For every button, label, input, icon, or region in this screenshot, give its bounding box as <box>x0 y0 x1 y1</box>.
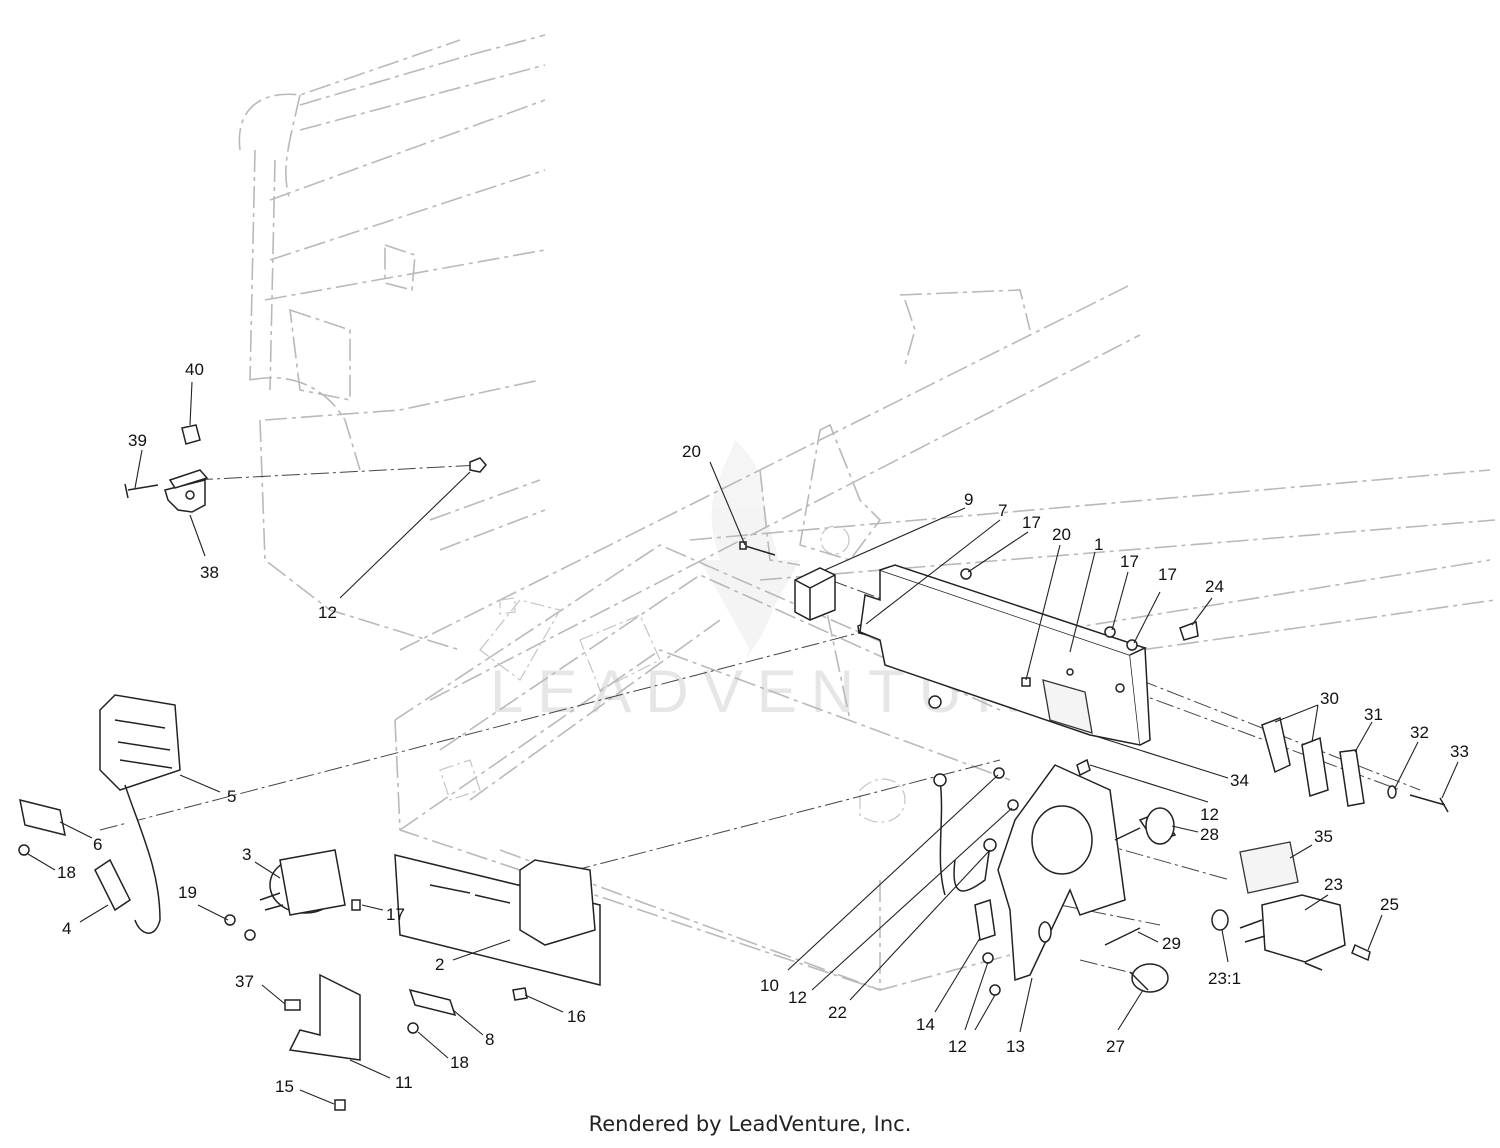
part-27-port <box>1129 963 1169 993</box>
callout-12: 12 <box>318 603 337 622</box>
callout-17: 17 <box>1158 565 1177 584</box>
callout-12: 12 <box>948 1037 967 1056</box>
part-30-clamp <box>1261 716 1329 797</box>
part-9-relay <box>794 567 836 621</box>
callout-17: 17 <box>386 905 405 924</box>
part-15-screw <box>334 1099 346 1111</box>
part-22-cable <box>953 838 997 892</box>
callout-34: 34 <box>1230 771 1249 790</box>
callout-10: 10 <box>760 976 779 995</box>
callout-37: 37 <box>235 972 254 991</box>
part-38-bracket <box>164 469 209 513</box>
footer-credit: Rendered by LeadVenture, Inc. <box>588 1112 912 1136</box>
callout-8: 8 <box>485 1030 494 1049</box>
watermark-logo <box>700 440 800 660</box>
callout-38: 38 <box>200 563 219 582</box>
callout-16: 16 <box>567 1007 586 1026</box>
part-20-bolt-upper <box>739 541 776 556</box>
part-3-solenoid <box>259 849 346 916</box>
part-11-bracket <box>288 973 361 1061</box>
callout-5: 5 <box>227 787 236 806</box>
callout-33: 33 <box>1450 742 1469 761</box>
part-23-1-nut <box>1211 909 1229 931</box>
part-40-clip <box>181 424 201 445</box>
callout-11: 11 <box>395 1073 413 1092</box>
part-32-washer <box>1387 785 1397 799</box>
part-12-screw-mount <box>1076 758 1091 777</box>
callout-23: 23 <box>1324 875 1343 894</box>
callout-29: 29 <box>1162 934 1181 953</box>
part-4-cable <box>94 784 161 934</box>
part-14-terminal <box>974 899 996 941</box>
part-23-switch <box>1239 894 1346 963</box>
callout-27: 27 <box>1106 1037 1125 1056</box>
part-5-fuse-block <box>99 694 181 791</box>
part-17-nut-left <box>351 899 361 911</box>
frame-ghost <box>238 34 1496 991</box>
callout-1: 1 <box>1094 535 1103 554</box>
callout-4: 4 <box>62 919 71 938</box>
callout-12: 12 <box>788 988 807 1007</box>
part-33-bolt <box>1409 794 1449 813</box>
part-6-link <box>19 798 66 837</box>
callout-3: 3 <box>242 845 251 864</box>
part-39-bolt <box>124 483 159 499</box>
leader-lines <box>27 381 1459 1105</box>
callout-labels: 40 39 38 12 20 9 7 17 20 1 17 17 24 5 6 … <box>57 360 1469 1096</box>
callout-31: 31 <box>1364 705 1383 724</box>
callout-39: 39 <box>128 431 147 450</box>
callout-18: 18 <box>57 863 76 882</box>
callout-18: 18 <box>450 1053 469 1072</box>
callout-2: 2 <box>435 955 444 974</box>
part-8-link <box>408 988 457 1017</box>
part-13-mount-plate <box>997 764 1126 982</box>
callout-30: 30 <box>1320 689 1339 708</box>
callout-23-1: 23:1 <box>1208 969 1241 988</box>
callout-28: 28 <box>1200 825 1219 844</box>
callout-12: 12 <box>1200 805 1219 824</box>
callout-17: 17 <box>1120 552 1139 571</box>
callout-6: 6 <box>93 835 102 854</box>
part-16-screw <box>512 987 528 1001</box>
callout-14: 14 <box>916 1015 935 1034</box>
callout-13: 13 <box>1006 1037 1025 1056</box>
part-2-fuse-block <box>519 859 596 946</box>
part-28-port <box>1114 807 1177 845</box>
part-10-cable <box>933 773 947 896</box>
callout-35: 35 <box>1314 827 1333 846</box>
part-24-screw <box>1179 620 1199 641</box>
callout-22: 22 <box>828 1003 847 1022</box>
part-31-plate <box>1339 749 1365 807</box>
part-25-bolt <box>1304 943 1371 971</box>
part-35-label <box>1239 841 1299 894</box>
part-19-nut <box>224 914 256 941</box>
callout-19: 19 <box>178 883 197 902</box>
part-12-nut-upper <box>469 457 487 473</box>
part-18-nut-lower <box>407 1022 419 1034</box>
callout-25: 25 <box>1380 895 1399 914</box>
callout-15: 15 <box>275 1077 294 1096</box>
callout-32: 32 <box>1410 723 1429 742</box>
part-18-nut-left <box>18 844 30 856</box>
callout-40: 40 <box>185 360 204 379</box>
callout-17: 17 <box>1022 513 1041 532</box>
callout-20: 20 <box>682 442 701 461</box>
callout-24: 24 <box>1205 577 1224 596</box>
callout-20: 20 <box>1052 525 1071 544</box>
part-29-bolt <box>1104 927 1141 946</box>
callout-9: 9 <box>964 490 973 509</box>
part-34-label <box>1042 679 1093 734</box>
callout-7: 7 <box>998 501 1007 520</box>
part-37-screw <box>284 999 301 1011</box>
